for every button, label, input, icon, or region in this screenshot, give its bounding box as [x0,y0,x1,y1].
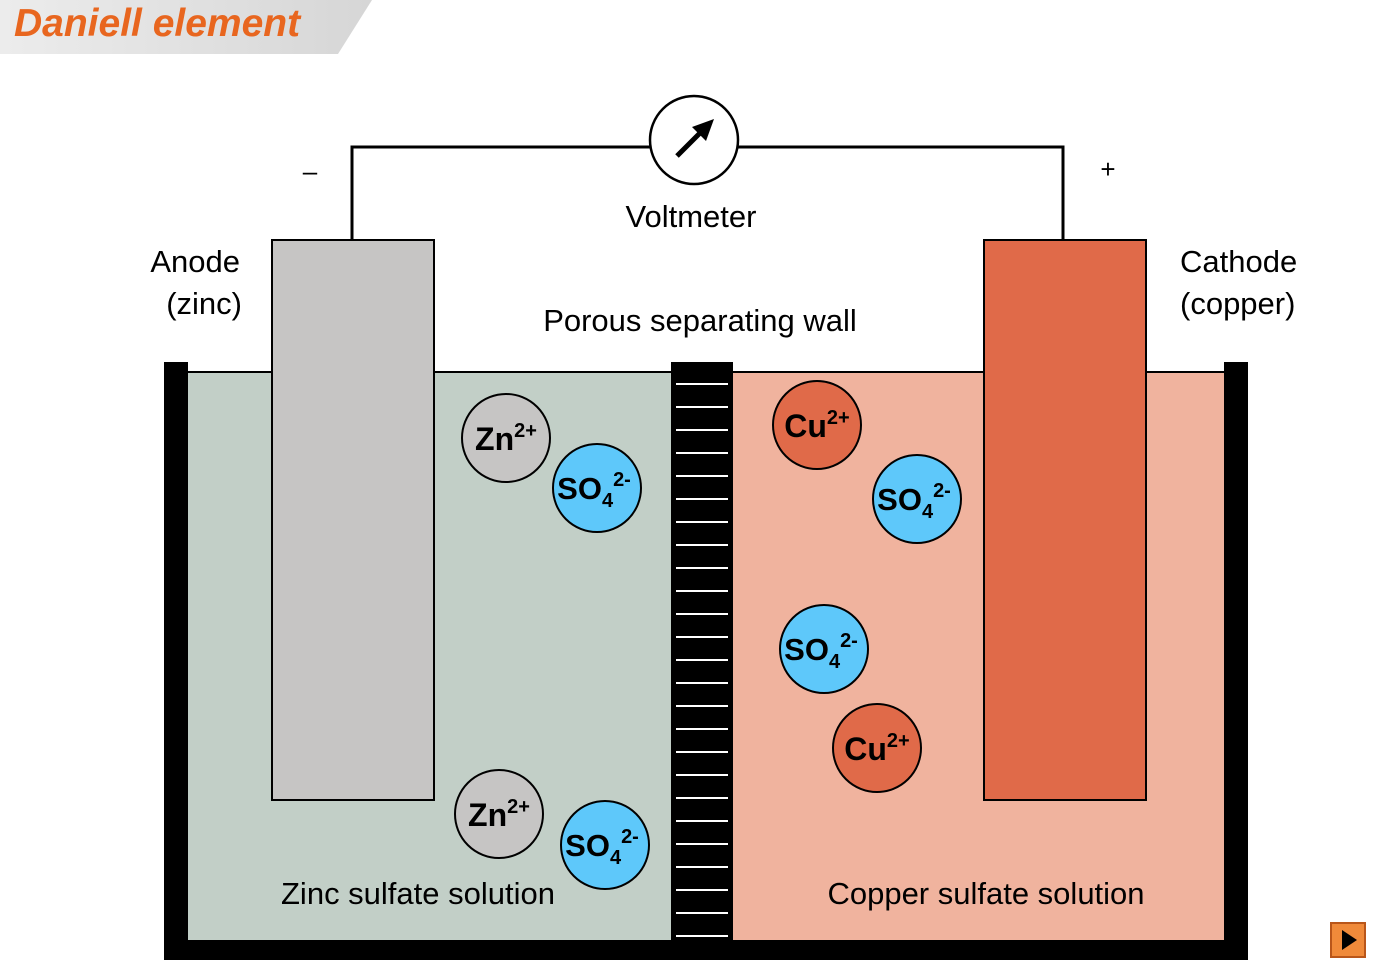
title-banner: Daniell element [0,0,372,54]
zinc-ion: Zn2+ [454,769,544,859]
page-title: Daniell element [14,2,301,45]
svg-text:Zn2+: Zn2+ [468,796,530,833]
voltmeter-gauge-icon [648,94,740,186]
title-banner-shape [0,0,372,54]
container-left-wall [164,362,188,960]
container-right-wall [1224,362,1248,960]
sulfate-ion: SO42- [779,604,869,694]
porous-wall-label: Porous separating wall [543,303,857,338]
copper-solution-label: Copper sulfate solution [827,876,1144,911]
negative-terminal-label: – [303,156,318,186]
wire-anode [350,145,650,240]
voltmeter-label: Voltmeter [626,199,757,234]
next-slide-button[interactable] [1330,922,1366,958]
copper-ion: Cu2+ [832,703,922,793]
play-next-icon [1330,922,1366,958]
svg-text:SO42-: SO42- [784,630,858,673]
zinc-ion: Zn2+ [461,393,551,483]
wire-cathode [738,145,1065,240]
cathode-label: Cathode [1180,244,1297,279]
zinc-anode-electrode [271,239,435,801]
container-bottom [164,940,1248,960]
anode-label: Anode [150,244,240,279]
sulfate-ion: SO42- [872,454,962,544]
sulfate-ion: SO42- [560,800,650,890]
svg-text:SO42-: SO42- [557,469,631,512]
svg-text:SO42-: SO42- [565,826,639,869]
positive-terminal-label: + [1100,154,1115,184]
sulfate-ion: SO42- [552,443,642,533]
copper-ion: Cu2+ [772,380,862,470]
svg-text:Zn2+: Zn2+ [475,420,537,457]
cathode-material-label: (copper) [1180,286,1295,321]
svg-text:Cu2+: Cu2+ [844,730,909,767]
svg-text:Cu2+: Cu2+ [784,407,849,444]
anode-material-label: (zinc) [166,286,242,321]
zinc-solution-label: Zinc sulfate solution [281,876,555,911]
svg-text:SO42-: SO42- [877,480,951,523]
copper-cathode-electrode [983,239,1147,801]
porous-separating-wall [671,362,733,942]
